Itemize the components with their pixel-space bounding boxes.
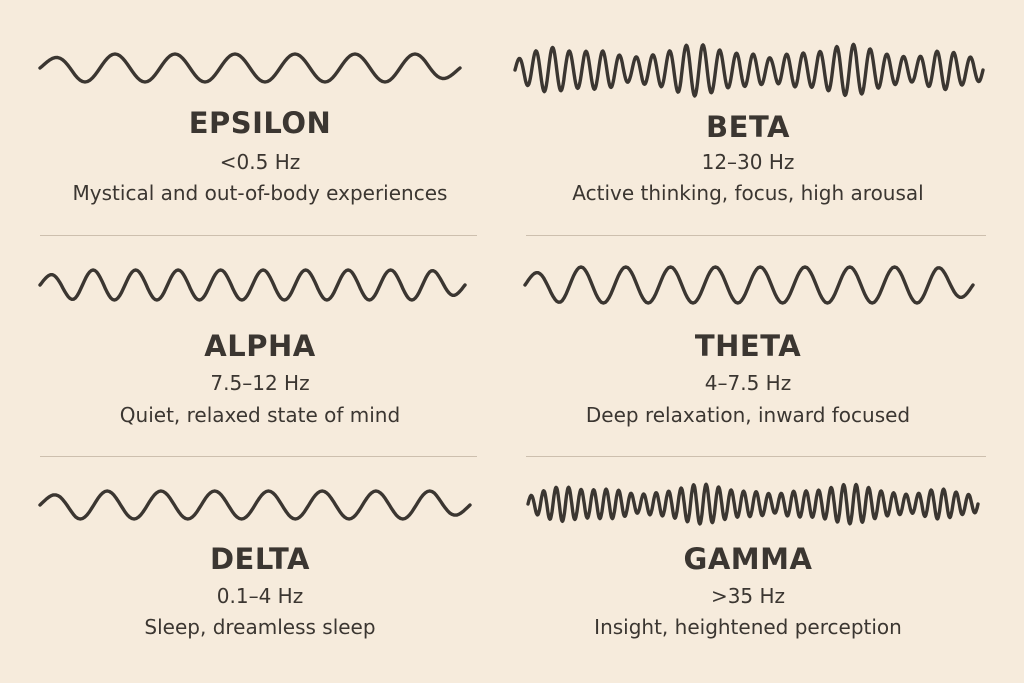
wave-frequency-epsilon: <0.5 Hz (219, 150, 301, 174)
wave-name-theta: THETA (694, 329, 802, 363)
wave-card-epsilon: EPSILON <0.5 Hz Mystical and out-of-body… (25, 38, 495, 258)
wave-name-beta: BETA (706, 110, 790, 144)
wave-name-delta: DELTA (209, 542, 311, 576)
wave-frequency-delta: 0.1–4 Hz (216, 584, 304, 608)
wave-path (38, 52, 462, 84)
wave-line-epsilon (38, 52, 462, 84)
wave-card-gamma: GAMMA >35 Hz Insight, heightened percept… (513, 470, 983, 683)
wave-path (513, 42, 985, 98)
wave-path (38, 268, 467, 302)
divider-right-2 (526, 456, 986, 457)
wave-card-delta: DELTA 0.1–4 Hz Sleep, dreamless sleep (25, 470, 495, 683)
wave-path (38, 489, 472, 521)
divider-right-1 (526, 235, 986, 236)
divider-left-2 (40, 456, 477, 457)
wave-card-beta: BETA 12–30 Hz Active thinking, focus, hi… (513, 38, 985, 258)
wave-description-epsilon: Mystical and out-of-body experiences (72, 181, 448, 205)
wave-description-delta: Sleep, dreamless sleep (144, 615, 376, 639)
wave-path (523, 265, 975, 305)
wave-description-theta: Deep relaxation, inward focused (585, 403, 911, 427)
wave-path (526, 482, 980, 526)
wave-description-gamma: Insight, heightened perception (594, 615, 902, 639)
wave-line-beta (513, 42, 985, 98)
wave-line-alpha (38, 268, 467, 302)
wave-name-alpha: ALPHA (204, 329, 316, 363)
wave-frequency-alpha: 7.5–12 Hz (210, 371, 310, 395)
divider-left-1 (40, 235, 477, 236)
wave-card-theta: THETA 4–7.5 Hz Deep relaxation, inward f… (513, 253, 983, 473)
wave-frequency-beta: 12–30 Hz (701, 150, 795, 174)
wave-line-gamma (526, 482, 980, 526)
wave-line-theta (523, 265, 975, 305)
wave-name-epsilon: EPSILON (188, 106, 332, 140)
wave-name-gamma: GAMMA (683, 542, 813, 576)
wave-description-alpha: Quiet, relaxed state of mind (119, 403, 401, 427)
wave-line-delta (38, 489, 472, 521)
wave-description-beta: Active thinking, focus, high arousal (572, 181, 924, 205)
wave-card-alpha: ALPHA 7.5–12 Hz Quiet, relaxed state of … (25, 253, 495, 473)
wave-frequency-theta: 4–7.5 Hz (704, 371, 792, 395)
wave-frequency-gamma: >35 Hz (710, 584, 786, 608)
